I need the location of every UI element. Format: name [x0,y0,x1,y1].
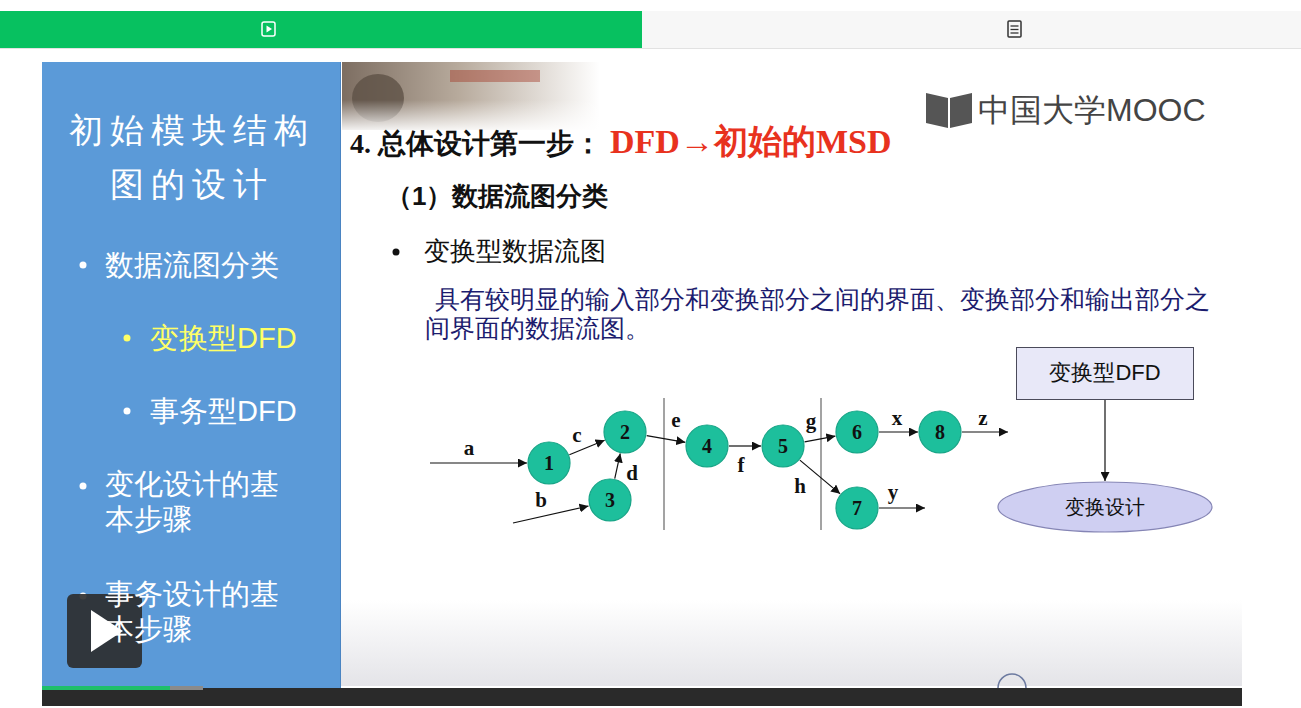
doc-icon-line [1011,32,1019,33]
control-bar [42,688,1242,706]
sidebar-edge [340,62,341,688]
data-flow [1104,400,1105,482]
circle-shape [686,425,728,467]
process-circle: 6 [835,410,879,454]
process-circle: 4 [685,424,729,468]
doc-icon [1008,21,1021,37]
menu-item: 事务型DFD [150,393,330,429]
process-number: 4 [702,435,712,458]
circle-shape [604,411,646,453]
node-label: 变换设计 [1065,494,1145,521]
doc-icon-line [1011,29,1019,30]
data-flow [729,445,761,446]
slide-ground [42,62,1242,706]
process-number: 5 [778,435,788,458]
title-row: 4. 总体设计第一步：DFD→初始的MSD [350,120,891,163]
slide-floor [341,600,1242,686]
flow-label: d [626,462,638,484]
output-flow [962,431,1008,432]
flow-label: g [806,410,817,432]
data-flow [879,431,918,432]
flow-label: y [888,479,899,505]
flow-label: z [978,405,987,431]
process-number: 7 [852,497,862,520]
menu-item: 变化设计的基本步骤 [105,467,290,537]
process-number: 2 [620,421,630,444]
process-circle: 2 [603,410,647,454]
flow-label: h [794,475,806,497]
progress-played [42,686,170,690]
circle-shape [762,425,804,467]
process-circle: 8 [918,410,962,454]
mooc-logo [950,93,972,128]
data-flow [615,453,621,478]
flow-label: c [572,424,581,446]
bullet [124,335,131,342]
watermark: 中国大学MOOC [978,90,1228,130]
flow-label: b [535,487,547,513]
flow-label: e [671,409,680,431]
node-label: 变换型DFD [1049,358,1160,388]
process-number: 1 [544,452,554,475]
doc-icon-line [1011,25,1019,26]
flow-label: x [892,407,903,429]
boundary-line [820,398,821,530]
process-box: 变换型DFD [1016,347,1194,400]
tab-doc [642,11,1301,48]
header-photo [342,62,600,130]
sidebar-panel [42,62,340,688]
progress-buffered [170,686,203,690]
process-circle: 1 [527,441,571,485]
process-circle: 3 [588,478,632,522]
process-number: 3 [605,489,615,512]
tab-border [0,48,1301,49]
input-flow [513,506,589,523]
process-number: 6 [852,421,862,444]
process-number: 8 [935,421,945,444]
section-heading: （1）数据流图分类 [386,180,706,213]
design-ellipse: 变换设计 [997,481,1213,533]
bullet [80,262,87,269]
slide-title: 4. 总体设计第一步： [350,125,602,163]
bullet [124,408,131,415]
flow-label: f [738,454,745,476]
menu-item: 事务设计的基本步骤 [105,577,290,647]
circle-shape [589,479,631,521]
ellipse-shape [998,482,1212,532]
sidebar-title: 初始模块结构图的设计 [62,104,322,212]
bullet-heading: 变换型数据流图 [424,235,744,268]
data-flow [800,460,840,494]
title-highlight: DFD→初始的MSD [610,120,891,163]
bullet [393,249,400,256]
data-flow [805,436,836,442]
menu-item-active: 变换型DFD [150,320,330,356]
circle-shape [836,411,878,453]
play-icon-triangle [267,26,273,33]
tab-video [0,11,642,48]
output-flow [879,507,925,508]
play-icon [262,22,275,36]
circle-shape [836,487,878,529]
process-circle: 5 [761,424,805,468]
photo-fade [342,100,600,130]
process-circle: 7 [835,486,879,530]
bullet [80,483,87,490]
data-flow [647,436,686,443]
menu-item: 数据流图分类 [105,247,315,283]
input-flow [430,462,527,463]
circle-shape [919,411,961,453]
photo-roof [450,70,540,82]
boundary-line [663,398,664,530]
flow-label: a [464,435,475,461]
mooc-logo [926,93,948,128]
circle-shape [528,442,570,484]
definition-text: 具有较明显的输入部分和变换部分之间的界面、变换部分和输出部分之间界面的数据流图。 [425,285,1220,343]
